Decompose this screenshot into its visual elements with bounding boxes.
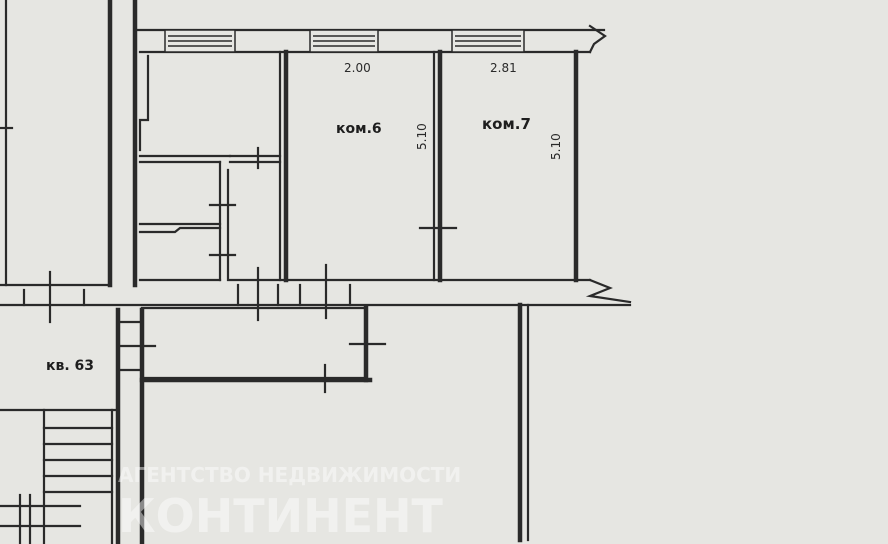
apartment-63-label: кв. 63 bbox=[46, 358, 94, 374]
room-6-length-dimension: 5.10 bbox=[415, 123, 429, 150]
left-apartment-walls bbox=[0, 0, 113, 288]
room-7-length-dimension: 5.10 bbox=[549, 133, 563, 160]
apartment-63-and-stairs bbox=[0, 408, 120, 544]
watermark-line-1: АГЕНТСТВО НЕДВИЖИМОСТИ bbox=[118, 463, 461, 487]
service-rooms bbox=[138, 54, 282, 282]
watermark-line-2: КОНТИНЕНТ bbox=[118, 489, 443, 543]
lower-rooms bbox=[116, 302, 530, 543]
window-1 bbox=[164, 29, 236, 53]
window-2 bbox=[309, 29, 379, 53]
hallway bbox=[0, 263, 632, 324]
room-6-label: ком.6 bbox=[336, 121, 382, 137]
room-7-label: ком.7 bbox=[482, 115, 531, 133]
window-3 bbox=[451, 29, 525, 53]
corridor-walls bbox=[115, 0, 145, 544]
room-7-width-dimension: 2.81 bbox=[490, 61, 517, 75]
room-6-width-dimension: 2.00 bbox=[344, 61, 371, 75]
room-walls bbox=[278, 49, 579, 283]
